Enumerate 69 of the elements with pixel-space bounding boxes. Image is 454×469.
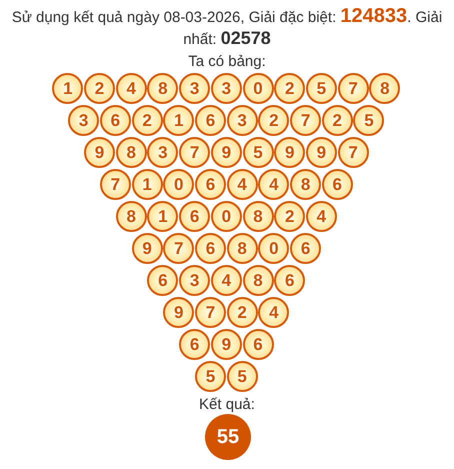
result-ball: 55	[205, 414, 251, 460]
number-ball: 0	[210, 201, 242, 232]
number-ball: 2	[322, 105, 353, 136]
number-ball: 2	[274, 201, 306, 232]
number-ball: 7	[290, 105, 322, 136]
number-ball: 6	[290, 233, 322, 264]
number-ball: 5	[242, 137, 274, 168]
number-ball: 0	[258, 233, 290, 264]
number-ball: 8	[226, 233, 258, 264]
number-ball: 3	[210, 73, 242, 104]
number-ball: 4	[306, 201, 337, 232]
number-ball: 9	[306, 137, 337, 168]
number-ball: 5	[194, 361, 226, 392]
number-ball: 7	[179, 137, 210, 168]
number-ball: 4	[258, 297, 290, 328]
section-label: Ta có bảng:	[188, 53, 266, 71]
number-ball: 7	[163, 233, 194, 264]
number-ball: 5	[226, 361, 258, 392]
number-ball: 1	[163, 105, 194, 136]
number-ball: 7	[338, 73, 369, 104]
number-ball: 8	[242, 201, 274, 232]
number-ball: 7	[338, 137, 369, 168]
number-ball: 7	[194, 297, 226, 328]
number-ball: 8	[147, 73, 178, 104]
number-ball: 2	[132, 105, 163, 136]
number-ball: 0	[242, 73, 274, 104]
number-ball: 8	[116, 137, 147, 168]
number-ball: 8	[116, 201, 147, 232]
number-ball: 1	[132, 169, 163, 200]
number-ball: 2	[258, 105, 290, 136]
number-ball: 4	[258, 169, 290, 200]
heading: Sử dụng kết quả ngày 08-03-2026, Giải đặc biệt: 124833. Giải nhất: 02578	[10, 6, 444, 50]
number-ball: 2	[226, 297, 258, 328]
number-ball: 4	[226, 169, 258, 200]
number-ball: 8	[369, 73, 400, 104]
number-ball: 8	[242, 265, 274, 296]
number-ball: 4	[210, 265, 242, 296]
number-ball: 9	[274, 137, 306, 168]
number-ball: 3	[68, 105, 100, 136]
number-ball: 6	[274, 265, 306, 296]
number-ball: 2	[84, 73, 115, 104]
number-ball: 6	[194, 233, 226, 264]
number-ball: 1	[147, 201, 178, 232]
number-ball: 6	[242, 329, 274, 360]
number-ball: 8	[290, 169, 322, 200]
number-ball: 2	[274, 73, 306, 104]
number-ball: 7	[100, 169, 131, 200]
number-ball: 9	[84, 137, 115, 168]
number-ball: 6	[179, 201, 210, 232]
number-ball: 0	[163, 169, 194, 200]
number-ball: 6	[322, 169, 353, 200]
number-ball: 6	[147, 265, 178, 296]
number-ball: 3	[147, 137, 178, 168]
number-ball: 9	[210, 329, 242, 360]
number-ball: 9	[163, 297, 194, 328]
number-ball: 6	[179, 329, 210, 360]
number-ball: 4	[116, 73, 147, 104]
number-ball: 6	[194, 169, 226, 200]
number-ball: 5	[306, 73, 337, 104]
number-ball: 3	[179, 265, 210, 296]
number-ball: 9	[132, 233, 163, 264]
number-ball: 6	[194, 105, 226, 136]
number-ball: 6	[100, 105, 131, 136]
section-label: Kết quả:	[199, 396, 255, 414]
number-ball: 1	[52, 73, 84, 104]
number-ball: 5	[353, 105, 384, 136]
number-ball: 3	[226, 105, 258, 136]
number-ball: 9	[210, 137, 242, 168]
number-ball: 3	[179, 73, 210, 104]
